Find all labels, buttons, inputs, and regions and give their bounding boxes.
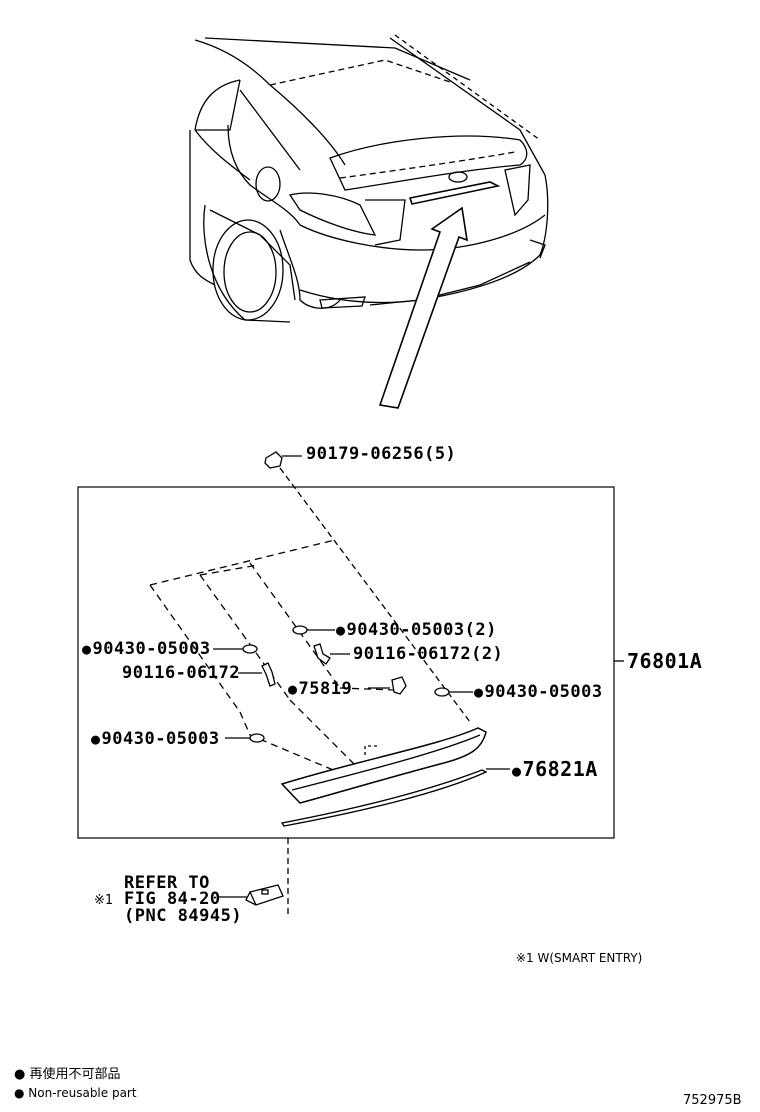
- label-90116-top: 90116-06172(2): [353, 644, 504, 664]
- nut-90179: [264, 451, 302, 469]
- connector-84945: [218, 884, 284, 906]
- label-90179: 90179-06256(5): [306, 444, 457, 464]
- screw-90116-left: [238, 662, 276, 687]
- car-rear-illustration: [189, 34, 549, 409]
- legend-dot-icon: ●: [14, 1067, 30, 1082]
- label-76821A: 76821A: [512, 759, 598, 779]
- washer-90430-top: [292, 625, 335, 635]
- refer-line-1: REFER TO: [124, 873, 210, 893]
- label-76801A: 76801A: [627, 649, 703, 673]
- refer-line-3: (PNC 84945): [124, 906, 243, 926]
- figure-id: 752975B: [683, 1093, 742, 1108]
- label-90116-left: 90116-06172: [122, 663, 241, 683]
- label-90430-lower: 90430-05003: [91, 731, 220, 748]
- label-76821A-text: 76821A: [522, 757, 598, 781]
- washer-90430-left: [213, 644, 258, 654]
- assembly-frame: [77, 486, 615, 839]
- label-90430-lower-text: 90430-05003: [101, 729, 220, 749]
- legend-jp: ● 再使用不可部品: [14, 1068, 121, 1081]
- label-90430-top: 90430-05003(2): [336, 622, 497, 639]
- smart-entry-note: ※1 W(SMART ENTRY): [516, 951, 643, 965]
- molding-76821A: [280, 768, 510, 827]
- label-90430-right: 90430-05003: [474, 684, 603, 701]
- legend-en-text: Non-reusable part: [28, 1086, 137, 1100]
- clip-75819: [368, 676, 407, 695]
- label-90430-top-text: 90430-05003(2): [346, 620, 497, 640]
- legend-jp-text: 再使用不可部品: [29, 1067, 121, 1082]
- screw-90116-top: [313, 643, 350, 665]
- legend-en: ● Non-reusable part: [14, 1087, 137, 1099]
- label-90430-left-text: 90430-05003: [92, 639, 211, 659]
- legend-dot-icon-2: ●: [14, 1086, 29, 1100]
- label-90430-left: 90430-05003: [82, 641, 211, 658]
- refer-mark: ※1: [94, 893, 114, 908]
- washer-90430-right: [434, 687, 473, 697]
- label-75819-text: 75819: [298, 679, 353, 699]
- label-90430-right-text: 90430-05003: [484, 682, 603, 702]
- label-75819: 75819: [288, 681, 352, 698]
- refer-line-2: FIG 84-20: [124, 889, 221, 909]
- washer-90430-lower: [225, 733, 265, 743]
- garnish-strip: [280, 727, 487, 804]
